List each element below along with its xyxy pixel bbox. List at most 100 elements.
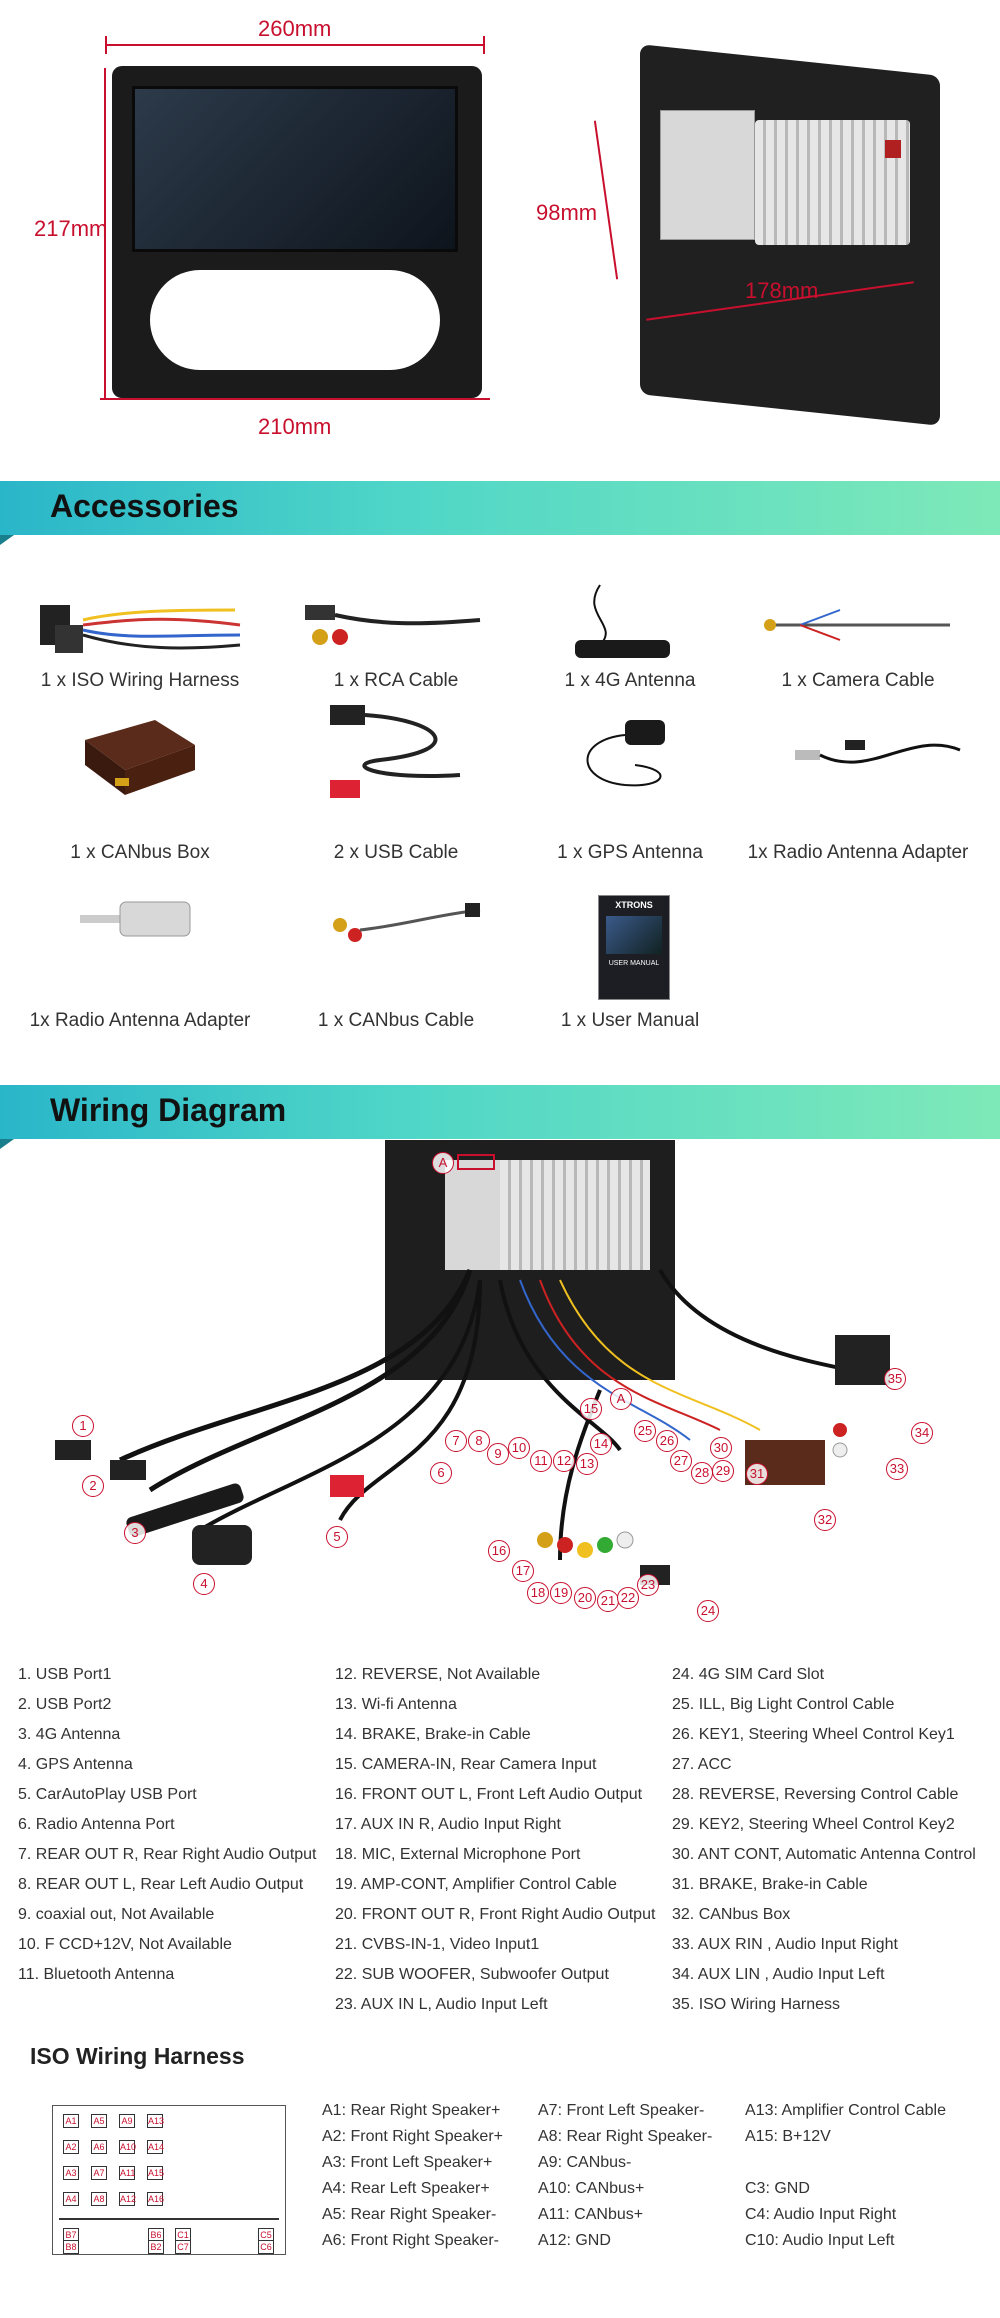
width-bottom-label: 210mm	[258, 414, 332, 439]
legend-item: 15. CAMERA-IN, Rear Camera Input	[335, 1756, 597, 1773]
usb-cable-icon	[330, 705, 461, 798]
iso-item: A5: Rear Right Speaker-	[322, 2206, 497, 2223]
pin: C7	[175, 2240, 191, 2254]
marker-a-mid: A	[610, 1388, 632, 1410]
callout-26: 26	[656, 1430, 678, 1452]
iso-item: A10: CANbus+	[538, 2180, 645, 2197]
legend-item: 21. CVBS-IN-1, Video Input1	[335, 1936, 540, 1953]
acc-label-9: 1x Radio Antenna Adapter	[29, 1010, 251, 1031]
callout-12: 12	[553, 1450, 575, 1472]
legend-item: 32. CANbus Box	[672, 1906, 791, 1923]
legend-item: 30. ANT CONT, Automatic Antenna Control	[672, 1846, 976, 1863]
legend-item: 28. REVERSE, Reversing Control Cable	[672, 1786, 959, 1803]
pin: A11	[119, 2166, 136, 2180]
callout-10: 10	[508, 1437, 530, 1459]
pin: A12	[119, 2192, 137, 2206]
pin: A5	[91, 2114, 107, 2128]
acc-label-10: 1 x CANbus Cable	[317, 1010, 475, 1031]
pin: A8	[91, 2192, 107, 2206]
wiring-legend-col1: 1. USB Port1 2. USB Port2 3. 4G Antenna …	[18, 1660, 317, 1990]
callout-8: 8	[468, 1430, 490, 1452]
callout-9: 9	[487, 1443, 509, 1465]
gps-antenna-icon	[586, 720, 665, 787]
iso-harness-icon	[40, 605, 241, 653]
rear-panel	[660, 110, 755, 240]
depth-height-line	[593, 120, 619, 280]
wiring-legend-col2: 12. REVERSE, Not Available 13. Wi-fi Ant…	[335, 1660, 655, 2020]
canbus-cable-icon	[333, 903, 481, 942]
acc-label-5: 1 x CANbus Box	[70, 842, 210, 863]
accessories-grid: 1 x ISO Wiring Harness 1 x RCA Cable 1 x…	[0, 560, 1000, 1060]
callout-22: 22	[617, 1587, 639, 1609]
wiring-banner	[0, 1085, 1000, 1139]
depth-height-label: 98mm	[536, 200, 598, 225]
iso-col2: A7: Front Left Speaker- A8: Rear Right S…	[538, 2098, 712, 2254]
iso-item: A3: Front Left Speaker+	[322, 2154, 493, 2171]
marker-a-top: A	[432, 1152, 454, 1174]
pin: A4	[63, 2192, 79, 2206]
pin: A6	[91, 2140, 107, 2154]
pin: A2	[63, 2140, 79, 2154]
iso-divider	[59, 2218, 279, 2220]
callout-2: 2	[82, 1475, 104, 1497]
legend-item: 5. CarAutoPlay USB Port	[18, 1786, 197, 1803]
legend-item: 8. REAR OUT L, Rear Left Audio Output	[18, 1876, 304, 1893]
legend-item: 33. AUX RIN , Audio Input Right	[672, 1936, 898, 1953]
legend-item: 29. KEY2, Steering Wheel Control Key2	[672, 1816, 955, 1833]
legend-item: 16. FRONT OUT L, Front Left Audio Output	[335, 1786, 643, 1803]
canbus-box-icon	[85, 720, 195, 795]
legend-item: 17. AUX IN R, Audio Input Right	[335, 1816, 561, 1833]
legend-item: 13. Wi-fi Antenna	[335, 1696, 457, 1713]
legend-item: 1. USB Port1	[18, 1666, 112, 1683]
callout-33: 33	[886, 1458, 908, 1480]
legend-item: 18. MIC, External Microphone Port	[335, 1846, 581, 1863]
iso-item: C4: Audio Input Right	[745, 2206, 897, 2223]
iso-title: ISO Wiring Harness	[30, 2043, 245, 2069]
iso-item: C10: Audio Input Left	[745, 2232, 895, 2249]
legend-item: 20. FRONT OUT R, Front Right Audio Outpu…	[335, 1906, 656, 1923]
width-bottom-line	[100, 398, 490, 400]
callout-4: 4	[193, 1573, 215, 1595]
callout-1: 1	[72, 1415, 94, 1437]
legend-item: 25. ILL, Big Light Control Cable	[672, 1696, 895, 1713]
callout-5: 5	[326, 1526, 348, 1548]
iso-item: A9: CANbus-	[538, 2154, 632, 2171]
legend-item: 19. AMP-CONT, Amplifier Control Cable	[335, 1876, 617, 1893]
legend-item: 22. SUB WOOFER, Subwoofer Output	[335, 1966, 609, 1983]
legend-item: 26. KEY1, Steering Wheel Control Key1	[672, 1726, 955, 1743]
callout-17: 17	[512, 1560, 534, 1582]
acc-label-1: 1 x ISO Wiring Harness	[40, 670, 240, 691]
legend-item: 7. REAR OUT R, Rear Right Audio Output	[18, 1846, 317, 1863]
callout-15: 15	[580, 1398, 602, 1420]
iso-item: A1: Rear Right Speaker+	[322, 2102, 501, 2119]
legend-item: 31. BRAKE, Brake-in Cable	[672, 1876, 868, 1893]
callout-6: 6	[430, 1462, 452, 1484]
pin: A14	[147, 2140, 165, 2154]
acc-label-6: 2 x USB Cable	[333, 842, 459, 863]
acc-label-3: 1 x 4G Antenna	[564, 670, 696, 691]
acc-label-4: 1 x Camera Cable	[781, 670, 935, 691]
callout-7: 7	[445, 1430, 467, 1452]
radio-adapter-icon	[795, 740, 961, 764]
acc-label-8: 1x Radio Antenna Adapter	[747, 842, 969, 863]
callout-18: 18	[527, 1582, 549, 1604]
wiring-diagram: A A 1 2 3 4 5 6 7 8 9 10 11 12 13 14 15 …	[0, 1140, 1000, 1640]
legend-item: 34. AUX LIN , Audio Input Left	[672, 1966, 885, 1983]
callout-13: 13	[576, 1453, 598, 1475]
pin: A13	[147, 2114, 165, 2128]
antenna-4g-icon	[575, 584, 670, 658]
iso-item: A15: B+12V	[745, 2128, 831, 2145]
legend-item: 27. ACC	[672, 1756, 732, 1773]
heatsink	[755, 120, 910, 245]
callout-32: 32	[814, 1509, 836, 1531]
camera-cable-icon	[764, 609, 950, 641]
iso-item: A13: Amplifier Control Cable	[745, 2102, 946, 2119]
legend-item: 35. ISO Wiring Harness	[672, 1996, 841, 2013]
wiring-legend-col3: 24. 4G SIM Card Slot 25. ILL, Big Light …	[672, 1660, 976, 2020]
height-left-label: 217mm	[34, 216, 108, 241]
dimensions-section: 260mm 217mm 210mm 98mm 178mm	[0, 0, 1000, 470]
callout-34: 34	[911, 1422, 933, 1444]
iso-item: A6: Front Right Speaker-	[322, 2232, 499, 2249]
iso-item	[745, 2150, 946, 2176]
callout-20: 20	[574, 1587, 596, 1609]
